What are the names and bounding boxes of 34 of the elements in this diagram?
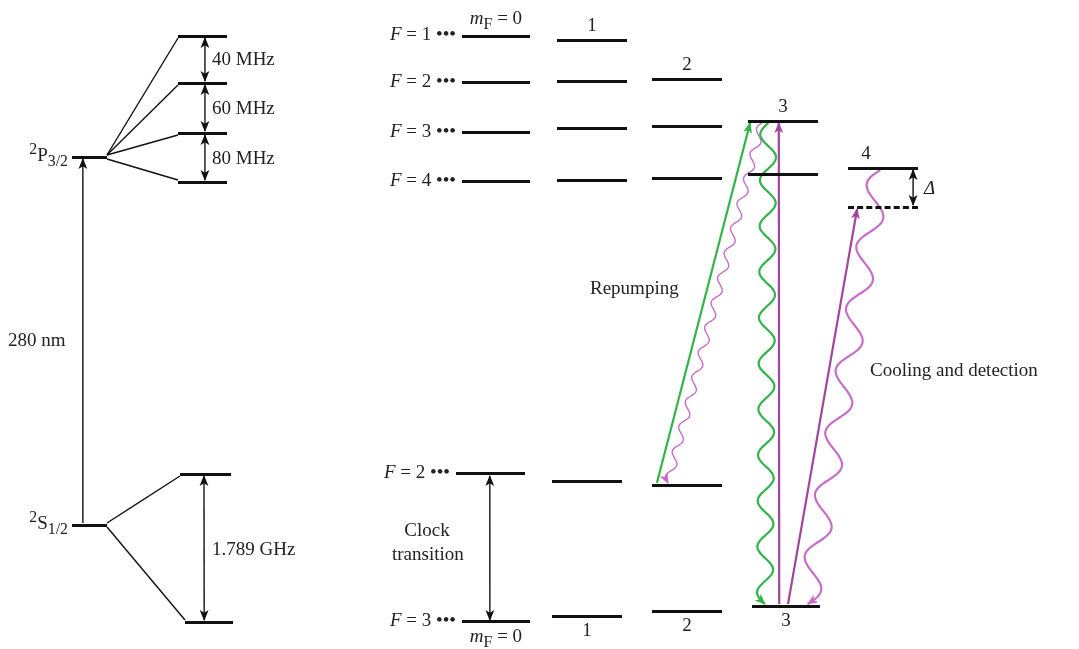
level-label: 4 [861,143,871,164]
connector-line [106,134,179,156]
level-label: 3 [781,610,791,631]
level-label: 3 [778,96,788,117]
arrow [908,168,918,207]
level-label: $^{2}$S$_{1/2}$ [29,508,68,538]
level-label: F = 1 ••• [389,23,456,45]
level-label: m$_{F}$ = 0 [469,7,523,32]
level-label: 2 [682,615,692,636]
level-label: 1 [587,15,597,36]
arrow [200,36,210,83]
arrow [78,157,88,524]
arrow [200,83,210,133]
level-label: 1 [582,620,592,641]
connector-line [106,37,179,156]
level-label: m$_{F}$ = 0 [469,626,523,649]
wavy-arrow [803,169,885,605]
arrow [786,207,860,605]
arrow [485,474,495,622]
arrow [774,121,784,604]
level-label: F = 3 ••• [389,609,456,631]
arrow [199,474,209,622]
connector-line [106,158,179,181]
level-label: F = 2 ••• [383,461,450,483]
level-label: F = 4 ••• [389,169,456,191]
connector-line [106,475,181,524]
connector-line [106,84,179,156]
connector-line [106,526,186,621]
level-label: $^{2}$P$_{3/2}$ [29,140,68,170]
level-label: 2 [682,54,692,75]
wavy-arrow [754,122,778,605]
level-label: F = 3 ••• [389,120,456,142]
level-label: F = 2 ••• [389,70,456,92]
arrow [200,133,210,182]
